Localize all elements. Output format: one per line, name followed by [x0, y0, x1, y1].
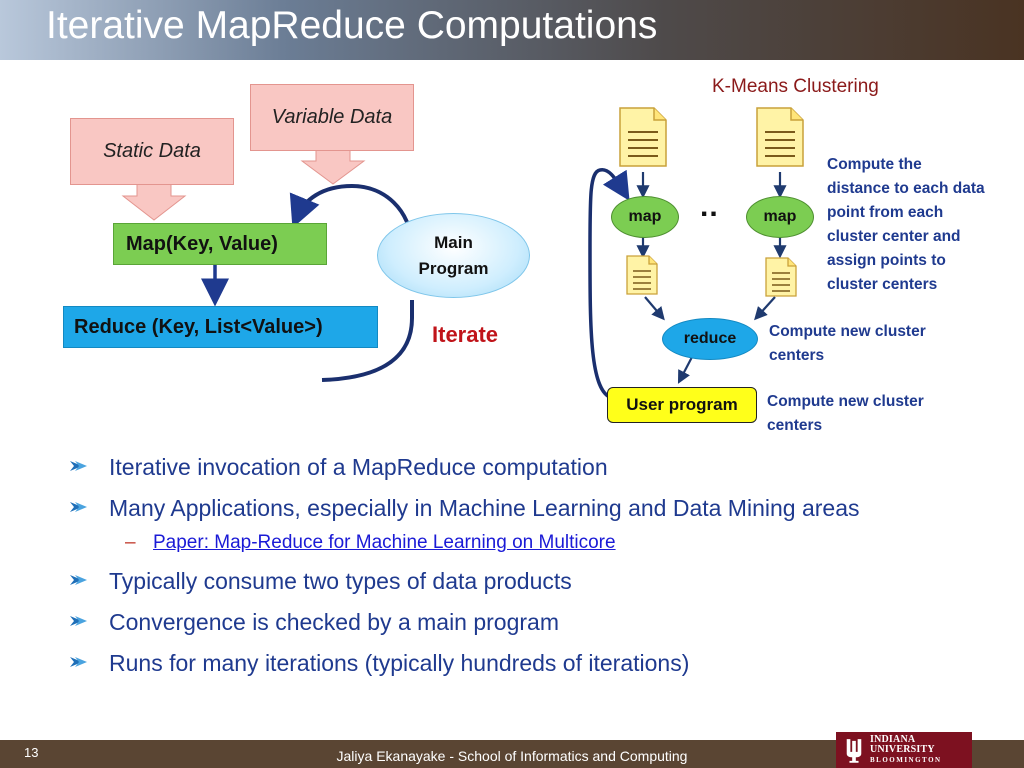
bullet-item: Iterative invocation of a MapReduce comp… [70, 450, 970, 485]
document-icon [626, 255, 658, 295]
document-icon [765, 257, 797, 297]
diagram-connectors [121, 107, 804, 400]
user-program-box: User program [607, 387, 757, 423]
doc2-to-reduce-arrow [754, 296, 776, 321]
bullet-text: Many Applications, especially in Machine… [109, 495, 860, 521]
variable-data-pointer [300, 149, 366, 185]
bullet-item: Convergence is checked by a main program [70, 605, 970, 640]
document-icon [619, 107, 667, 167]
map-node: map [746, 196, 814, 238]
bullet-arrow-icon [70, 575, 87, 585]
bullet-arrow-icon [70, 461, 87, 471]
reduce-function-box: Reduce (Key, List<Value>) [63, 306, 378, 348]
paper-link[interactable]: Paper: Map-Reduce for Machine Learning o… [153, 532, 616, 553]
static-data-callout: Static Data [70, 118, 234, 185]
kmeans-loop-arrow [588, 167, 630, 400]
variable-data-callout: Variable Data [250, 84, 414, 151]
logo-line2: BLOOMINGTON [870, 756, 942, 764]
user-program-note: Compute new cluster centers [767, 393, 924, 434]
bullet-text: Iterative invocation of a MapReduce comp… [109, 454, 608, 480]
sub-bullet-item: – Paper: Map-Reduce for Machine Learning… [70, 530, 970, 556]
static-data-pointer [121, 183, 187, 221]
dash-icon: – [125, 532, 136, 553]
map-node: map [611, 196, 679, 238]
document-icon [756, 107, 804, 167]
main-program-label: Main Program [418, 232, 489, 278]
bullet-item: Many Applications, especially in Machine… [70, 491, 970, 526]
footer-text: Jaliya Ekanayake - School of Informatics… [336, 748, 688, 764]
title-bar: Iterative MapReduce Computations [0, 0, 1024, 60]
bullet-text: Convergence is checked by a main program [109, 609, 560, 635]
doc1-to-reduce-arrow [644, 296, 665, 321]
bullet-text: Runs for many iterations (typically hund… [109, 650, 690, 676]
map-step-note: Compute the distance to each data point … [827, 156, 985, 293]
bullet-text: Typically consume two types of data prod… [109, 568, 572, 594]
bullet-item: Runs for many iterations (typically hund… [70, 646, 970, 681]
reduce-to-user-arrow [677, 356, 693, 384]
bullet-arrow-icon [70, 657, 87, 667]
slide-title: Iterative MapReduce Computations [46, 4, 658, 47]
iterate-label: Iterate [432, 322, 499, 347]
ellipsis-label: .. [700, 190, 719, 223]
kmeans-title: K-Means Clustering [712, 76, 879, 97]
main-program-ellipse: Main Program [377, 213, 530, 298]
university-logo: INDIANA UNIVERSITY BLOOMINGTON [836, 732, 972, 768]
slide-number: 13 [24, 745, 39, 760]
bullet-list: Iterative invocation of a MapReduce comp… [70, 450, 970, 687]
trident-icon [846, 739, 862, 763]
bullet-arrow-icon [70, 616, 87, 626]
bullet-item: Typically consume two types of data prod… [70, 564, 970, 599]
map-function-box: Map(Key, Value) [113, 223, 327, 265]
reduce-step-note: Compute new cluster centers [769, 323, 926, 364]
logo-line1: INDIANA UNIVERSITY [870, 734, 935, 755]
reduce-node: reduce [662, 318, 758, 360]
bullet-arrow-icon [70, 502, 87, 512]
